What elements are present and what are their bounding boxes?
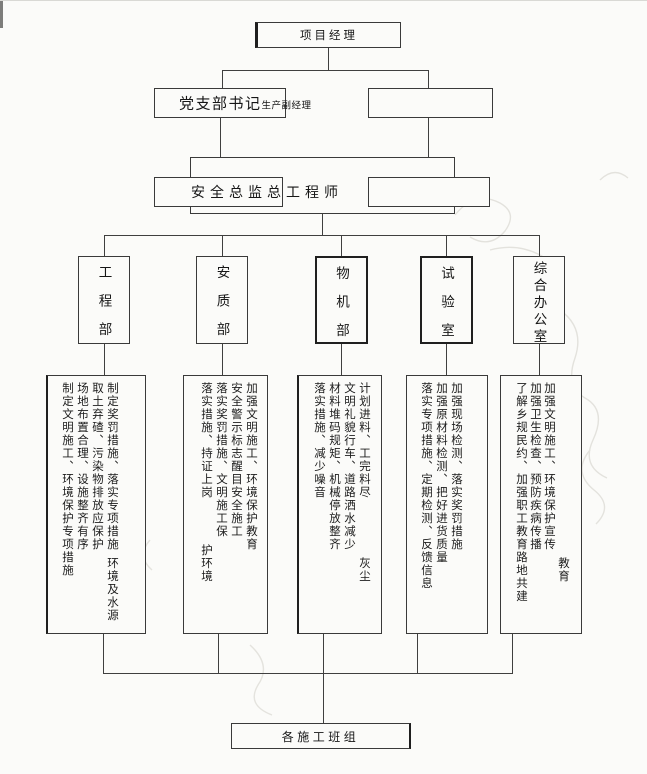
dept-box-admin-office: 综合办公室 xyxy=(513,256,565,346)
duty-text-column: 文明礼貌行车、道路洒水减少 xyxy=(343,382,355,551)
connector-line xyxy=(222,70,428,71)
duty-text-column: 落实奖罚措施、文明施工保 xyxy=(215,382,227,538)
duty-text-column: 制定文明施工、环境保护专项措施 xyxy=(61,382,73,577)
connector-line xyxy=(417,634,418,673)
connector-line xyxy=(323,673,324,723)
box-construction-teams: 各施工班组 xyxy=(231,723,411,749)
connector-line xyxy=(539,235,540,256)
connector-line xyxy=(222,70,223,88)
dept-label-engineering: 工程部 xyxy=(96,265,112,351)
connector-line xyxy=(539,344,540,375)
duty-text-continuation: 教育 xyxy=(557,557,569,583)
duty-text-column: 加强文明施工、环境保护宣传 xyxy=(543,382,555,551)
connector-line xyxy=(341,344,342,375)
party-secretary-text: 党支部书记 xyxy=(179,96,262,113)
duty-text-column: 落实措施、持证上岗 xyxy=(200,382,212,499)
dept-box-equipment: 物机部 xyxy=(315,256,368,352)
safety-chief-label: 安全总监总工程师 xyxy=(191,186,343,201)
connector-line xyxy=(512,634,513,673)
connector-line xyxy=(104,344,105,375)
party-secretary-label: 党支部书记生产副经理 xyxy=(179,93,312,114)
duty-text-column: 加强原材料检测、把好进货质量 xyxy=(435,382,447,564)
connector-line xyxy=(222,344,223,375)
dept-label-equipment: 物机部 xyxy=(334,266,349,352)
duty-text-continuation: 环境及水源 xyxy=(106,557,118,622)
deputy-manager-text: 生产副经理 xyxy=(261,101,312,112)
duty-text-column: 场地布置合理、设施整齐有序 xyxy=(76,382,88,551)
connector-line xyxy=(328,48,329,70)
connector-line xyxy=(103,673,513,674)
empty-box-level2 xyxy=(368,88,493,118)
connector-line xyxy=(218,634,219,673)
dept-box-engineering: 工程部 xyxy=(78,256,130,351)
project-manager-label: 项目经理 xyxy=(300,30,358,42)
box-party-secretary: 党支部书记生产副经理 xyxy=(154,88,311,118)
connector-line xyxy=(323,634,324,673)
duty-text-column: 计划进料、工完料尽 xyxy=(358,382,370,499)
duty-text-column: 取土弃碴、污染物排放应保护 xyxy=(91,382,103,551)
connector-line xyxy=(341,235,342,256)
connector-line xyxy=(446,235,447,256)
connector-line xyxy=(104,235,539,236)
connector-line xyxy=(446,344,447,375)
duty-text-column: 安全警示标志醒目安全施工 xyxy=(230,382,242,538)
connector-line xyxy=(322,214,323,235)
duty-box-equipment: 落实措施、减少噪音 材料堆码规矩、机械停放整齐 文明礼貌行车、道路洒水减少 计划… xyxy=(297,375,382,634)
duty-text-column: 加强文明施工、环境保护教育 xyxy=(245,382,257,551)
empty-box-level3 xyxy=(368,177,490,207)
box-safety-chief: 安全总监总工程师 xyxy=(154,177,338,207)
duty-text-column: 加强现场检测、落实奖罚措施 xyxy=(450,382,462,551)
construction-teams-label: 各施工班组 xyxy=(281,729,360,744)
dept-box-quality: 安质部 xyxy=(196,256,248,351)
dept-label-quality: 安质部 xyxy=(214,265,230,351)
dept-label-testing: 试验室 xyxy=(439,266,454,352)
duty-text-continuation: 灰尘 xyxy=(358,557,370,583)
dept-label-admin-office: 综合办公室 xyxy=(531,261,547,346)
connector-line xyxy=(222,235,223,256)
connector-line xyxy=(428,70,429,88)
duty-text-column: 材料堆码规矩、机械停放整齐 xyxy=(328,382,340,551)
connector-line xyxy=(220,118,221,157)
duty-text-column: 加强卫生检查、预防疾病传播 xyxy=(529,382,541,551)
scan-edge-artifact xyxy=(0,0,3,28)
dept-box-testing: 试验室 xyxy=(420,256,473,352)
duty-box-engineering: 制定文明施工、环境保护专项措施 场地布置合理、设施整齐有序 取土弃碴、污染物排放… xyxy=(46,375,146,634)
scan-edge-artifact xyxy=(0,0,647,1)
duty-box-testing: 落实专项措施、定期检测、反馈信息 加强原材料检测、把好进货质量 加强现场检测、落… xyxy=(406,375,488,634)
duty-text-column: 了解乡规民约、加强职工教育路地共建 xyxy=(515,382,527,603)
duty-text-column: 落实措施、减少噪音 xyxy=(313,382,325,499)
duty-box-quality: 落实措施、持证上岗 护环境 落实奖罚措施、文明施工保 安全警示标志醒目安全施工 … xyxy=(183,375,268,634)
duty-box-admin-office: 了解乡规民约、加强职工教育路地共建 加强卫生检查、预防疾病传播 加强文明施工、环… xyxy=(500,375,582,634)
connector-line xyxy=(104,235,105,256)
duty-text-continuation: 护环境 xyxy=(200,544,212,583)
duty-text-column: 落实专项措施、定期检测、反馈信息 xyxy=(420,382,432,590)
box-project-manager: 项目经理 xyxy=(255,22,401,48)
connector-line xyxy=(428,118,429,157)
duty-text-column: 制定奖罚措施、落实专项措施 xyxy=(106,382,118,551)
connector-line xyxy=(103,634,104,673)
